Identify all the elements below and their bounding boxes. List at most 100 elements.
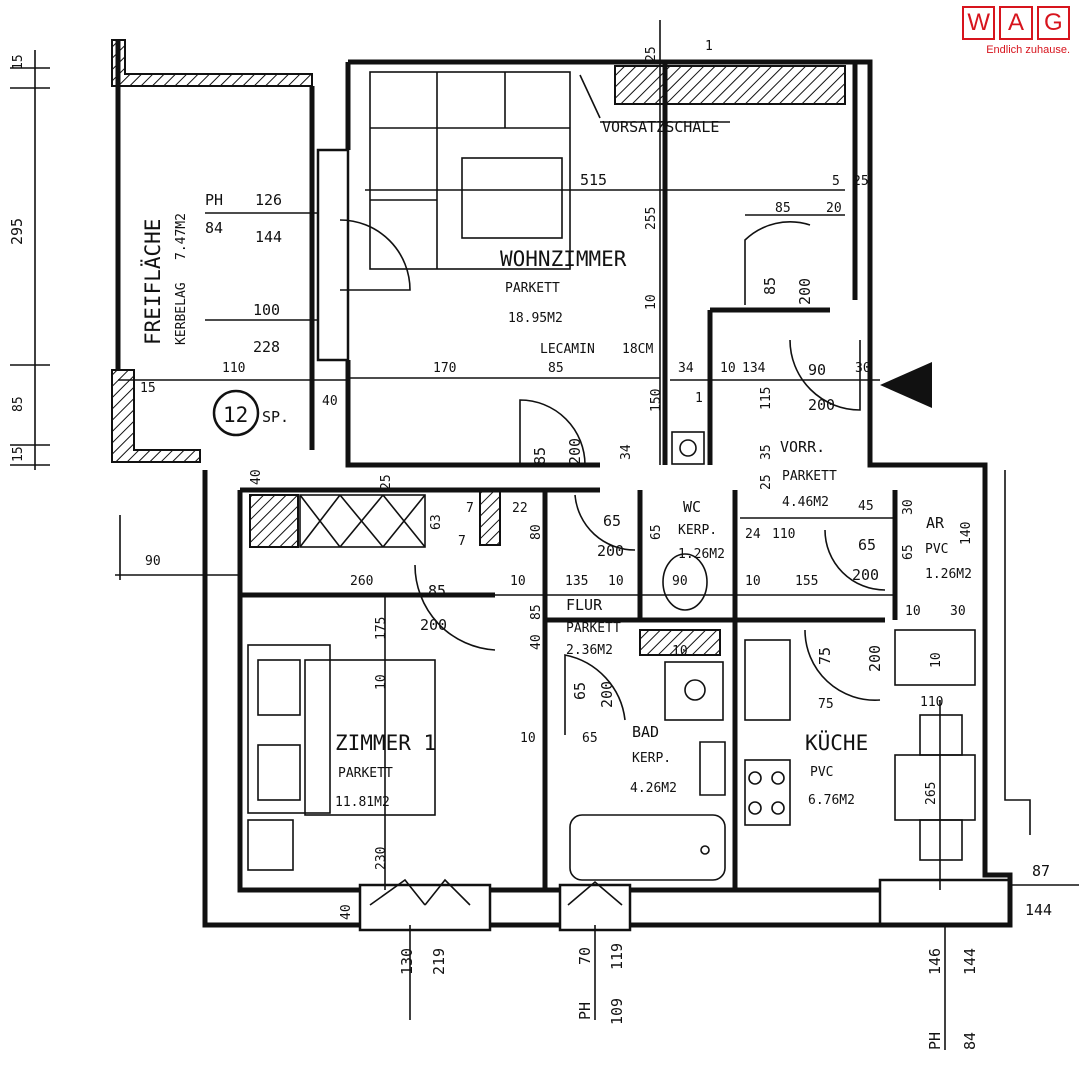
dim-110b: 110	[772, 527, 795, 542]
dim-85: 85	[548, 361, 564, 376]
dim-90c: 90	[145, 554, 161, 569]
bed-outline	[247, 644, 331, 814]
zimmer1-name: ZIMMER 1	[335, 731, 436, 755]
dim-155: 155	[795, 574, 818, 589]
sofa-cushions	[370, 72, 570, 269]
dim-200f: 200	[420, 616, 447, 634]
dim-45: 45	[858, 499, 874, 514]
burner-4	[771, 801, 785, 815]
storage-cross-marks	[299, 494, 426, 548]
meter-icon	[679, 439, 697, 457]
dim-515: 515	[580, 171, 607, 189]
vorraum-area: 4.46M2	[782, 495, 829, 510]
dim-25b: 25	[853, 174, 869, 189]
freiflaeche-name: FREIFLÄCHE	[140, 219, 165, 345]
sofa-outline	[369, 71, 571, 270]
balcony-door-swing	[339, 219, 411, 291]
doors	[339, 219, 886, 735]
dim-75a: 75	[816, 647, 834, 665]
stair-unit: SP.	[262, 408, 289, 426]
living-bottom-wall	[345, 360, 600, 468]
walls	[111, 39, 1031, 928]
dim-65c: 65	[858, 536, 876, 554]
dim-10i: 10	[672, 644, 688, 659]
ph-label-bottom-2: PH	[926, 1032, 944, 1050]
zimmer1-area: 11.81M2	[335, 795, 390, 810]
outer-right-line	[1004, 470, 1031, 835]
dim-200d: 200	[597, 542, 624, 560]
dim-295: 295	[8, 218, 26, 245]
brand-letter-a: A	[999, 6, 1033, 40]
toilet	[662, 553, 708, 611]
kitchen-stove	[744, 759, 791, 826]
dim-63: 63	[429, 514, 444, 530]
burner-3	[748, 801, 762, 815]
dim-30c: 30	[950, 604, 966, 619]
kueche-floor: PVC	[810, 765, 833, 780]
washbasin-cabinet	[664, 661, 724, 721]
dim-110c: 110	[920, 695, 943, 710]
entrance-arrow-icon	[880, 362, 932, 408]
dim-35: 35	[759, 444, 774, 460]
dim-144: 144	[255, 228, 282, 246]
pillow-2	[257, 744, 301, 801]
dim-144b: 144	[1025, 901, 1052, 919]
chair-2	[919, 819, 963, 861]
bathtub-drain	[700, 845, 710, 855]
dim-265: 265	[924, 782, 939, 805]
vorraum-name: VORR.	[780, 438, 825, 456]
dim-10f: 10	[905, 604, 921, 619]
kitchen-counter-right	[894, 629, 976, 686]
wc-door-swing	[574, 494, 636, 551]
dim-30: 30	[855, 361, 871, 376]
dim-84: 84	[205, 219, 223, 237]
dim-15b: 15	[11, 446, 26, 462]
dim-24: 24	[745, 527, 761, 542]
freiflaeche-floor: KERBELAG	[174, 282, 189, 345]
dim-119: 119	[608, 943, 626, 970]
dim-40c: 40	[529, 634, 544, 650]
small-shaft	[479, 489, 501, 546]
pillow-1	[257, 659, 301, 716]
living-door-swing	[519, 399, 586, 466]
dim-34: 34	[678, 361, 694, 376]
dim-30b: 30	[901, 499, 916, 515]
dim-200c: 200	[566, 438, 584, 465]
dim-100: 100	[253, 301, 280, 319]
dim-34b: 34	[619, 444, 634, 460]
bathtub	[569, 814, 726, 881]
dimension-numbers: 15 295 85 15 126 84 144 100 228 110 15 4…	[8, 39, 1052, 1050]
vorsatzschale-shaft	[614, 65, 846, 105]
bad-door-swing	[564, 654, 626, 735]
dim-85b: 85	[775, 201, 791, 216]
dim-90: 90	[808, 361, 826, 379]
dim-20: 20	[826, 201, 842, 216]
dim-75b: 75	[818, 697, 834, 712]
kueche-area: 6.76M2	[808, 793, 855, 808]
dim-10: 10	[644, 294, 659, 310]
dim-5: 5	[832, 174, 840, 189]
entrance-door-swing	[789, 339, 861, 411]
dim-85-left: 85	[11, 396, 26, 412]
dim-22: 22	[512, 501, 528, 516]
wc-floor: KERP.	[678, 523, 717, 538]
dimension-lines	[10, 20, 1079, 1050]
coffee-table	[461, 157, 563, 239]
dim-15c: 15	[140, 381, 156, 396]
flur-name: FLUR	[566, 596, 603, 614]
nightstand	[247, 819, 294, 871]
dim-1b: 1	[695, 391, 703, 406]
brand-tagline: Endlich zuhause.	[986, 44, 1070, 56]
dim-146: 146	[926, 948, 944, 975]
dim-25d: 25	[379, 474, 394, 490]
bad-area: 4.26M2	[630, 781, 677, 796]
room-labels: WOHNZIMMER PARKETT 18.95M2 ZIMMER 1 PARK…	[140, 118, 972, 1050]
dim-140: 140	[959, 522, 974, 545]
bad-window	[558, 883, 632, 932]
kitchen-cabinet-top	[744, 639, 791, 721]
dim-40: 40	[322, 394, 338, 409]
dim-65b: 65	[649, 524, 664, 540]
brand-letter-w: W	[962, 6, 996, 40]
dim-10h: 10	[929, 652, 944, 668]
lecamin-dim: 18CM	[622, 342, 653, 357]
